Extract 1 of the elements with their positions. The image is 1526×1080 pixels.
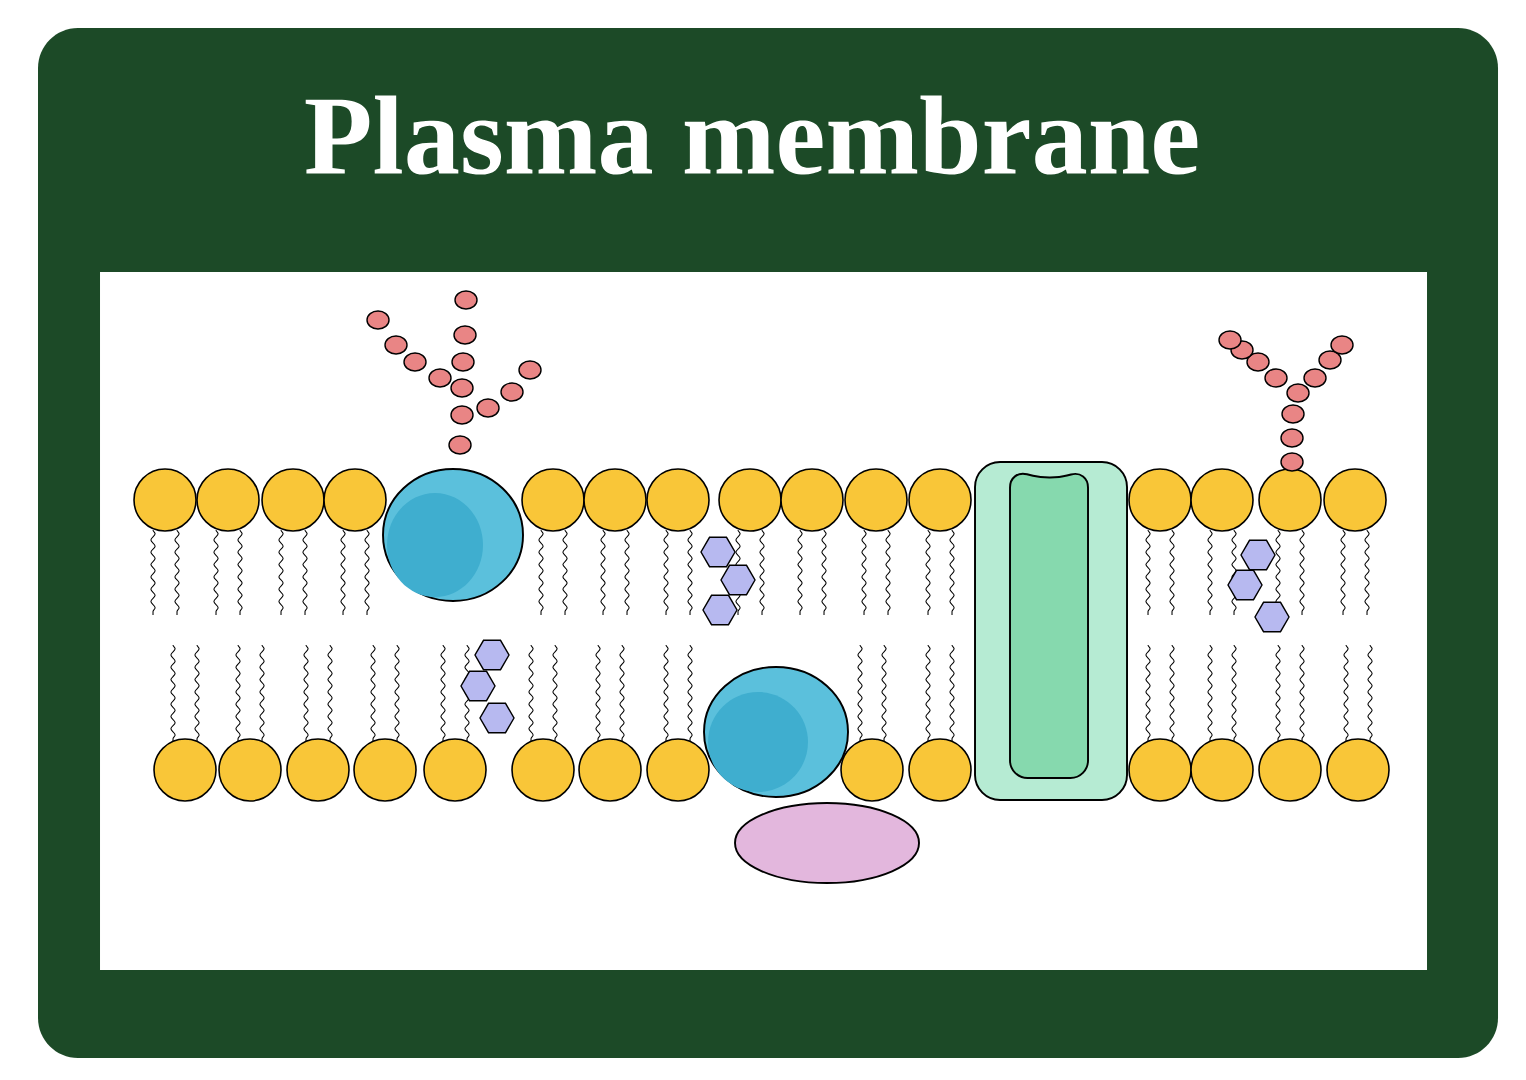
title: Plasma membrane (305, 95, 1198, 175)
